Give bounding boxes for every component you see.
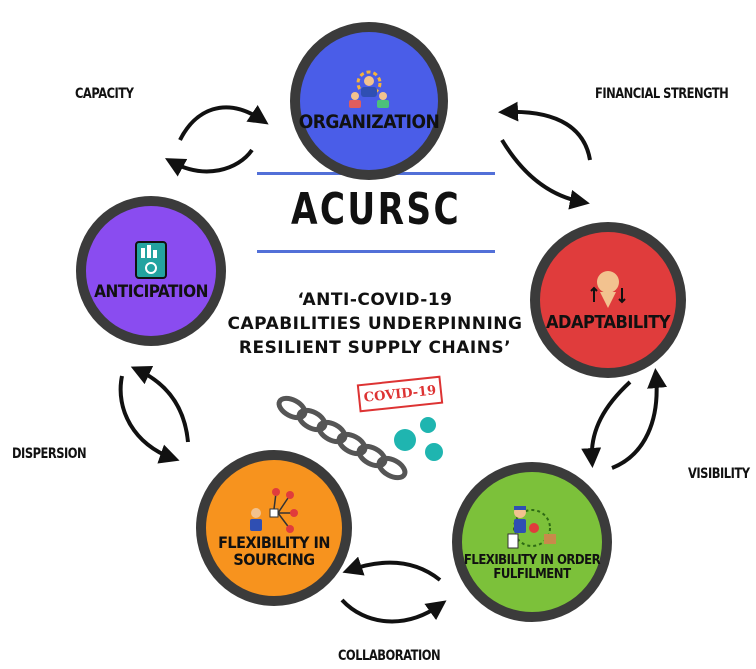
node-label: FLEXIBILITY IN <box>218 533 330 553</box>
node-label: FULFILMENT <box>493 567 571 582</box>
node-order-fulfilment: FLEXIBILITY IN ORDER FULFILMENT <box>452 462 612 622</box>
link-label-capacity: CAPACITY <box>75 86 134 102</box>
arrow-collaboration-2 <box>340 598 447 624</box>
arrow-dispersion-2 <box>130 366 190 443</box>
arrow-visibility-2 <box>611 368 668 470</box>
arrow-capacity-1 <box>178 104 269 141</box>
title-rule-bottom <box>257 250 495 253</box>
node-organization: ORGANIZATION <box>290 22 448 180</box>
page-title: ACURSC <box>291 184 461 235</box>
arrow-visibility-1 <box>581 380 632 468</box>
node-label: FLEXIBILITY IN ORDER <box>463 553 601 569</box>
node-label: SOURCING <box>233 550 315 569</box>
head-arrows-icon <box>590 270 626 308</box>
node-anticipation: ANTICIPATION <box>76 196 226 346</box>
node-label: ADAPTABILITY <box>545 311 671 333</box>
subtitle: ‘ANTI-COVID-19 CAPABILITIES UNDERPINNING… <box>210 288 540 360</box>
virus-icon <box>394 417 443 461</box>
link-label-financial-strength: FINANCIAL STRENGTH <box>595 86 729 102</box>
team-gear-icon <box>349 70 389 109</box>
delivery-person-icon <box>507 506 556 549</box>
arrow-financial-1 <box>498 101 592 161</box>
arrow-financial-2 <box>500 138 590 210</box>
arrow-capacity-2 <box>164 148 254 177</box>
arrow-dispersion-1 <box>118 375 180 464</box>
node-sourcing: FLEXIBILITY IN SOURCING <box>196 450 352 606</box>
node-label: ORGANIZATION <box>298 111 440 134</box>
subtitle-line: CAPABILITIES UNDERPINNING <box>227 314 523 334</box>
subtitle-line: ‘ANTI-COVID-19 <box>297 290 453 310</box>
arrow-collaboration-1 <box>342 556 442 582</box>
link-label-visibility: VISIBILITY <box>688 466 750 482</box>
node-adaptability: ADAPTABILITY <box>530 222 686 378</box>
chain-icon <box>276 395 408 481</box>
subtitle-line: RESILIENT SUPPLY CHAINS’ <box>238 338 512 358</box>
tablet-chart-icon <box>135 241 167 280</box>
link-label-dispersion: DISPERSION <box>12 446 87 462</box>
link-label-collaboration: COLLABORATION <box>338 648 441 664</box>
node-label: ANTICIPATION <box>94 282 208 303</box>
network-person-icon <box>250 488 298 534</box>
